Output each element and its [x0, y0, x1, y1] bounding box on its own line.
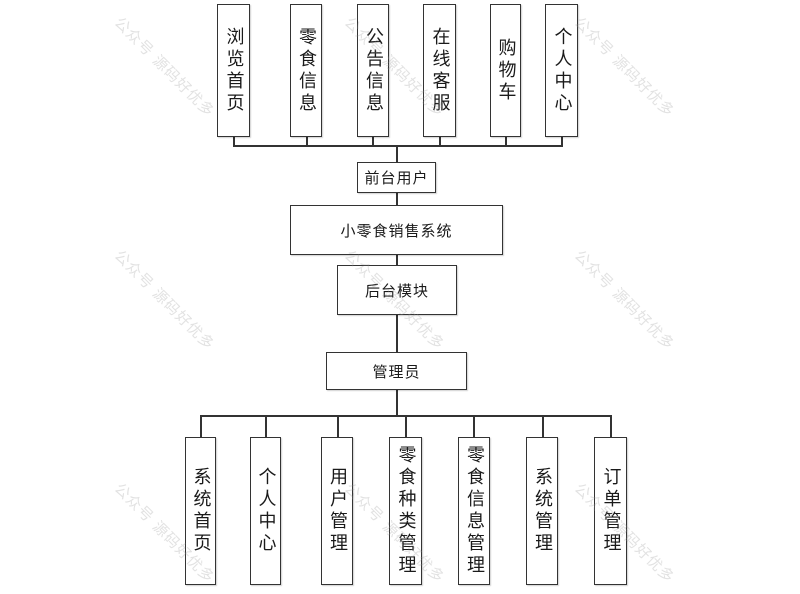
- system-node: 小零食销售系统: [290, 205, 503, 255]
- admin-label: 管理员: [372, 362, 421, 381]
- module-label: 公告信息: [363, 26, 384, 115]
- module-label: 在线客服: [429, 26, 451, 115]
- module-label: 零食信息: [296, 26, 317, 115]
- module-label: 订单管理: [600, 467, 622, 555]
- connector-trunk: [396, 255, 398, 266]
- back-module-snack-category-management: 零食种类管理: [389, 437, 422, 585]
- module-label: 零食信息管理: [464, 445, 485, 577]
- system-label: 小零食销售系统: [340, 221, 453, 240]
- connector-trunk: [396, 145, 398, 163]
- watermark: 公众号 源码好优多: [110, 13, 219, 121]
- back-module-system-management: 系统管理: [526, 437, 558, 585]
- backend-module-node: 后台模块: [337, 265, 457, 315]
- front-module-cart: 购物车: [490, 4, 521, 137]
- connector-line: [265, 415, 267, 438]
- connector-line: [505, 137, 507, 146]
- connector-line: [200, 415, 202, 438]
- connector-line: [405, 415, 407, 438]
- connector-line: [372, 137, 374, 146]
- front-user-label: 前台用户: [364, 169, 429, 187]
- connector-line: [439, 137, 441, 146]
- connector-trunk: [396, 193, 398, 206]
- connector-line: [337, 415, 339, 438]
- front-module-browse-home: 浏览首页: [217, 4, 250, 137]
- connector-line: [306, 137, 308, 146]
- module-label: 零食种类管理: [395, 445, 417, 577]
- module-label: 浏览首页: [223, 26, 245, 115]
- module-label: 个人中心: [255, 467, 277, 555]
- watermark: 公众号 源码好优多: [570, 13, 679, 121]
- watermark: 公众号 源码好优多: [110, 246, 219, 354]
- front-module-announcement: 公告信息: [357, 4, 389, 137]
- connector-line: [473, 415, 475, 438]
- connector-line: [561, 137, 563, 146]
- module-label: 用户管理: [327, 467, 348, 555]
- back-module-order-management: 订单管理: [594, 437, 627, 585]
- backend-label: 后台模块: [364, 281, 429, 300]
- module-label: 购物车: [495, 37, 517, 104]
- connector-line: [542, 415, 544, 438]
- connector-line: [610, 415, 612, 438]
- module-label: 系统首页: [190, 467, 212, 555]
- connector-trunk: [396, 390, 398, 416]
- back-module-snack-info-management: 零食信息管理: [458, 437, 490, 585]
- back-module-profile: 个人中心: [250, 437, 281, 585]
- front-module-profile: 个人中心: [545, 4, 578, 137]
- connector-bus-top: [233, 145, 563, 147]
- back-module-system-home: 系统首页: [185, 437, 216, 585]
- connector-line: [233, 137, 235, 146]
- front-user-node: 前台用户: [357, 162, 436, 193]
- front-module-online-service: 在线客服: [423, 4, 456, 137]
- back-module-user-management: 用户管理: [321, 437, 353, 585]
- module-label: 系统管理: [532, 467, 553, 555]
- watermark: 公众号 源码好优多: [570, 246, 679, 354]
- module-label: 个人中心: [551, 26, 573, 115]
- connector-trunk: [396, 315, 398, 353]
- admin-node: 管理员: [326, 352, 467, 390]
- front-module-snack-info: 零食信息: [290, 4, 322, 137]
